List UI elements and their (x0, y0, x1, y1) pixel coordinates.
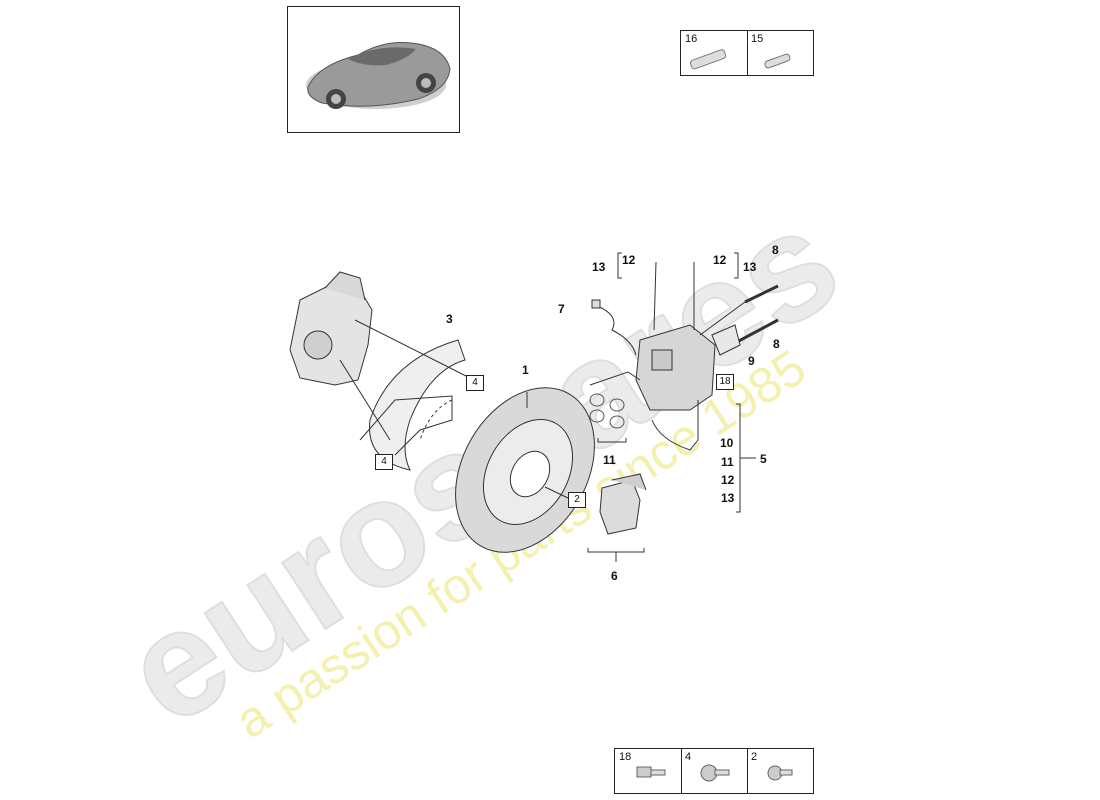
part-number: 15 (751, 33, 764, 45)
callout-8-top[interactable]: 8 (772, 243, 779, 257)
hardware-cell[interactable]: 18 (615, 749, 682, 793)
callout-12-left[interactable]: 12 (622, 253, 636, 267)
callout-6[interactable]: 6 (611, 569, 618, 583)
callout-9[interactable]: 9 (748, 354, 755, 368)
vehicle-thumbnail (287, 6, 460, 133)
callout-13-right[interactable]: 13 (743, 260, 757, 274)
tube-icon (764, 53, 791, 69)
seal-rings (589, 393, 625, 429)
bolt-icon (636, 766, 666, 778)
part-number: 4 (685, 751, 692, 763)
part-number: 2 (751, 751, 758, 763)
callout-11-seals[interactable]: 11 (603, 453, 616, 467)
callout-11-caliper[interactable]: 11 (721, 455, 734, 469)
brake-pads (599, 473, 647, 535)
callout-13-caliper[interactable]: 13 (721, 491, 735, 505)
ref-tag-4-upper[interactable]: 4 (466, 375, 484, 391)
consumable-cell[interactable]: 15 (747, 31, 813, 75)
ref-tag-4-lower[interactable]: 4 (375, 454, 393, 470)
car-icon (306, 42, 451, 109)
callout-5[interactable]: 5 (760, 452, 767, 466)
consumable-cell[interactable]: 16 (681, 31, 748, 75)
bolt-icon (700, 764, 730, 782)
callout-12-caliper[interactable]: 12 (721, 473, 735, 487)
callout-7[interactable]: 7 (558, 302, 565, 316)
dust-shield (369, 339, 466, 471)
ref-tag-18[interactable]: 18 (716, 374, 734, 390)
callout-8-bottom[interactable]: 8 (773, 337, 780, 351)
hardware-cell[interactable]: 2 (747, 749, 813, 793)
hardware-cell[interactable]: 4 (681, 749, 748, 793)
part-number: 16 (685, 33, 698, 45)
callout-1[interactable]: 1 (522, 363, 529, 377)
callout-3[interactable]: 3 (446, 312, 453, 326)
callout-10[interactable]: 10 (720, 436, 734, 450)
callout-13-left[interactable]: 13 (592, 260, 606, 274)
callout-12-right[interactable]: 12 (713, 253, 727, 267)
tube-icon (689, 49, 727, 70)
brake-disc (455, 387, 595, 553)
ref-tag-2[interactable]: 2 (568, 492, 586, 508)
consumables-table: 16 15 (680, 30, 814, 76)
part-number: 18 (619, 751, 632, 763)
hardware-table: 18 4 2 (614, 748, 814, 794)
wheel-carrier (289, 271, 373, 386)
bolt-icon (767, 765, 793, 781)
brake-caliper (635, 324, 716, 411)
